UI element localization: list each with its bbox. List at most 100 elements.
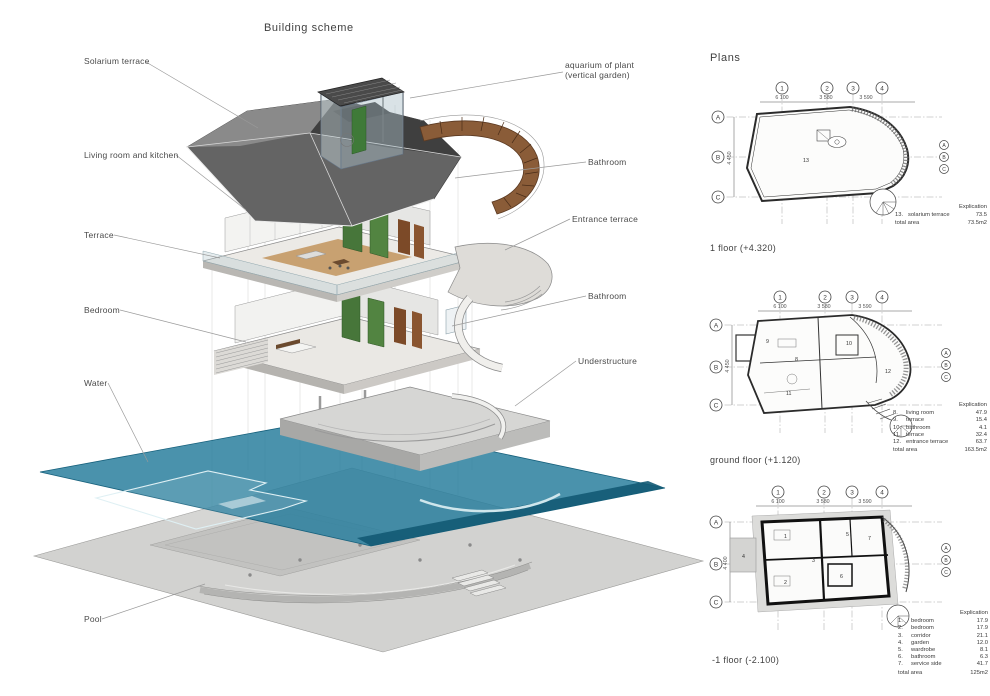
grid-bubbles: 1 2 3 4 A B C A B C <box>711 81 949 204</box>
svg-text:C: C <box>944 375 948 381</box>
spiral-stair <box>886 604 910 628</box>
plan-1-floor: 1 2 3 4 A B C A B C 6 100 3 580 3 590 4 … <box>711 81 949 224</box>
svg-text:C: C <box>942 167 946 173</box>
svg-text:13: 13 <box>803 158 809 164</box>
svg-text:9: 9 <box>766 339 769 345</box>
svg-text:3 590: 3 590 <box>858 304 871 310</box>
spiral-stair <box>869 188 897 216</box>
svg-text:1: 1 <box>776 490 780 497</box>
roof-plane <box>186 98 462 227</box>
kitchen-island <box>295 250 327 260</box>
svg-text:3: 3 <box>851 86 855 93</box>
svg-text:B: B <box>716 155 720 162</box>
svg-text:4: 4 <box>742 554 745 560</box>
svg-text:6 100: 6 100 <box>771 499 784 505</box>
page-title: Building scheme <box>264 22 354 34</box>
svg-text:6 100: 6 100 <box>775 95 788 101</box>
svg-text:3 580: 3 580 <box>816 499 829 505</box>
elevator <box>816 129 831 142</box>
svg-text:C: C <box>944 570 948 576</box>
svg-text:10: 10 <box>846 341 852 347</box>
stair-hatch <box>882 518 910 591</box>
svg-text:B: B <box>944 558 948 564</box>
plan-outline <box>760 515 891 606</box>
svg-text:2: 2 <box>825 86 829 93</box>
aquarium <box>827 136 847 148</box>
plant-tower <box>317 77 405 170</box>
plan-minus-1-floor: 1 2 3 4 A B C A B C 6 100 3 580 3 590 4 … <box>709 485 951 631</box>
interior-walls <box>759 316 877 410</box>
furniture <box>763 338 811 394</box>
svg-text:6: 6 <box>840 574 843 580</box>
svg-text:2: 2 <box>823 295 827 302</box>
terrace-louvers <box>215 339 269 374</box>
plan-minus-1-caption: -1 floor (-2.100) <box>712 655 780 665</box>
plan-ground-caption: ground floor (+1.120) <box>710 455 801 465</box>
label-living-room-kitchen: Living room and kitchen <box>84 150 179 160</box>
spiral-stair <box>889 414 913 438</box>
svg-text:1: 1 <box>780 86 784 93</box>
plans-panel-title: Plans <box>710 52 741 64</box>
svg-text:1: 1 <box>778 295 782 302</box>
svg-text:3 590: 3 590 <box>859 95 872 101</box>
svg-text:3 580: 3 580 <box>819 95 832 101</box>
label-pool: Pool <box>84 614 102 624</box>
svg-text:3 590: 3 590 <box>858 499 871 505</box>
svg-text:6 100: 6 100 <box>773 304 786 310</box>
svg-text:A: A <box>714 520 719 527</box>
plant-wall <box>367 297 385 348</box>
svg-text:5: 5 <box>846 532 849 538</box>
svg-text:4 400: 4 400 <box>723 556 729 569</box>
svg-text:B: B <box>944 363 948 369</box>
explication-total: total area 73.5m2 <box>895 220 987 227</box>
svg-text:C: C <box>716 195 721 202</box>
plan-1-caption: 1 floor (+4.320) <box>710 243 777 253</box>
svg-text:4: 4 <box>880 295 884 302</box>
svg-text:2: 2 <box>784 580 787 586</box>
svg-text:3 580: 3 580 <box>817 304 830 310</box>
svg-text:11: 11 <box>786 391 792 397</box>
garden-lightwell <box>729 537 757 573</box>
exploded-axonometric-drawing <box>32 61 705 653</box>
svg-text:C: C <box>714 403 719 410</box>
water-plane <box>39 417 666 547</box>
dimension-lines <box>731 310 912 405</box>
explication-row: 13. solarium terrace 73.5 <box>895 212 987 219</box>
plan-ground-floor: 1 2 3 4 A B C A B C 6 100 3 580 3 590 4 … <box>709 290 951 438</box>
label-terrace: Terrace <box>84 230 114 240</box>
plant-wall <box>341 290 361 343</box>
svg-text:B: B <box>714 365 718 372</box>
svg-text:3: 3 <box>812 558 815 564</box>
label-entrance-terrace: Entrance terrace <box>572 214 639 224</box>
svg-text:A: A <box>944 546 948 552</box>
entrance-terrace-plate <box>447 242 553 307</box>
svg-text:7: 7 <box>868 536 871 542</box>
understructure <box>279 386 551 471</box>
label-bedroom: Bedroom <box>84 305 120 315</box>
label-water: Water <box>84 378 108 388</box>
svg-text:A: A <box>714 323 719 330</box>
column-footings <box>248 543 522 577</box>
furniture <box>773 529 791 587</box>
grid-bubbles: 1 2 3 4 A B C A B C <box>709 290 951 412</box>
svg-text:4: 4 <box>880 490 884 497</box>
plan-1-explication: Explication 13. solarium terrace 73.5 to… <box>895 204 987 227</box>
svg-text:4 450: 4 450 <box>727 151 733 164</box>
grid-bubbles: 1 2 3 4 A B C A B C <box>709 485 951 609</box>
svg-text:12: 12 <box>885 369 891 375</box>
label-bathroom-lower: Bathroom <box>588 291 627 301</box>
svg-text:A: A <box>944 351 948 357</box>
svg-text:A: A <box>716 115 721 122</box>
label-aquarium-of-plant: aquarium of plant (vertical garden) <box>565 60 635 80</box>
curved-ramp <box>454 295 503 372</box>
leader-lines <box>101 61 587 620</box>
label-solarium-terrace: Solarium terrace <box>84 56 150 66</box>
spiral-stair <box>340 133 354 147</box>
svg-text:3: 3 <box>850 295 854 302</box>
label-bathroom-upper: Bathroom <box>588 157 627 167</box>
dining-table <box>332 259 350 265</box>
svg-text:3: 3 <box>850 490 854 497</box>
